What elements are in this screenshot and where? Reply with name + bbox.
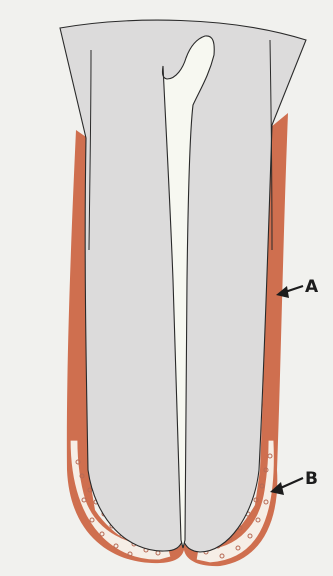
label-b: B: [305, 469, 318, 489]
label-a: A: [305, 277, 319, 297]
